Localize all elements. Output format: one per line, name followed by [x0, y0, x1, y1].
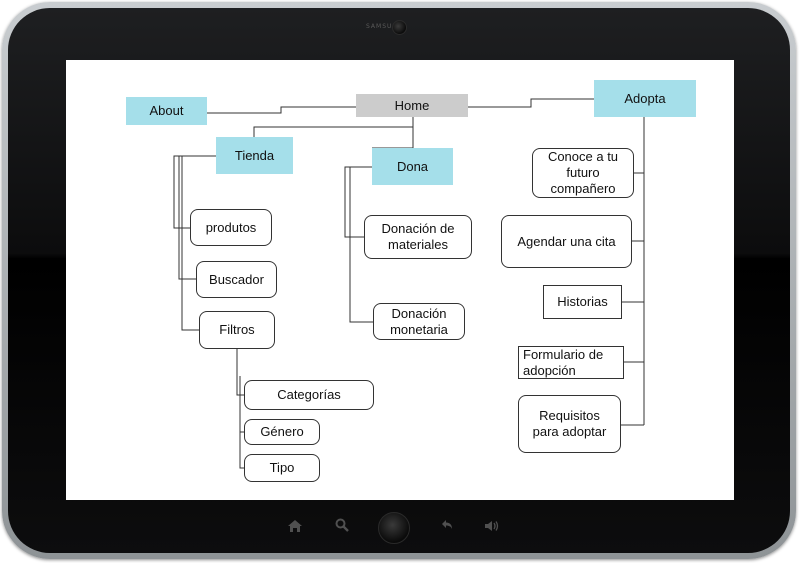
node-adopta: Adopta [594, 80, 696, 117]
camera-icon [392, 20, 407, 35]
search-icon[interactable] [335, 518, 349, 535]
node-produtos: produtos [190, 209, 272, 246]
edge-home-dona [372, 117, 414, 149]
sitemap-screen: Home About Adopta Tienda Dona produtos B… [66, 60, 734, 500]
node-conoce: Conoce a tu futuro compañero [532, 148, 634, 198]
node-genero: Género [244, 419, 320, 445]
brand-label: SAMSUNG [366, 23, 404, 30]
edge-home-about [207, 106, 356, 114]
node-formulario: Formulario de adopción [518, 346, 624, 379]
node-home: Home [356, 94, 468, 117]
connector-lines [173, 98, 645, 469]
edge-filtros-categorias [236, 349, 244, 396]
node-donacion-monetaria: Donación monetaria [373, 303, 465, 340]
node-about: About [126, 97, 207, 125]
home-icon[interactable] [287, 519, 303, 536]
node-categorias: Categorías [244, 380, 374, 410]
node-dona: Dona [372, 148, 453, 185]
home-button[interactable] [378, 512, 410, 544]
node-filtros: Filtros [199, 311, 275, 349]
node-buscador: Buscador [196, 261, 277, 298]
node-agendar: Agendar una cita [501, 215, 632, 268]
back-icon[interactable] [440, 519, 454, 536]
edge-tienda-filtros [181, 156, 199, 331]
edge-dona-monetaria [349, 167, 373, 323]
node-tipo: Tipo [244, 454, 320, 482]
volume-icon[interactable] [484, 519, 500, 536]
node-tienda: Tienda [216, 137, 293, 174]
edge-tienda-buscador [178, 156, 196, 280]
edge-home-tienda [253, 117, 414, 137]
edge-dona-materiales [344, 166, 372, 238]
node-requisitos: Requisitos para adoptar [518, 395, 621, 453]
node-historias: Historias [543, 285, 622, 319]
edge-filtros-tipo [239, 376, 244, 469]
edge-home-adopta [468, 98, 594, 108]
node-donacion-materiales: Donación de materiales [364, 215, 472, 259]
